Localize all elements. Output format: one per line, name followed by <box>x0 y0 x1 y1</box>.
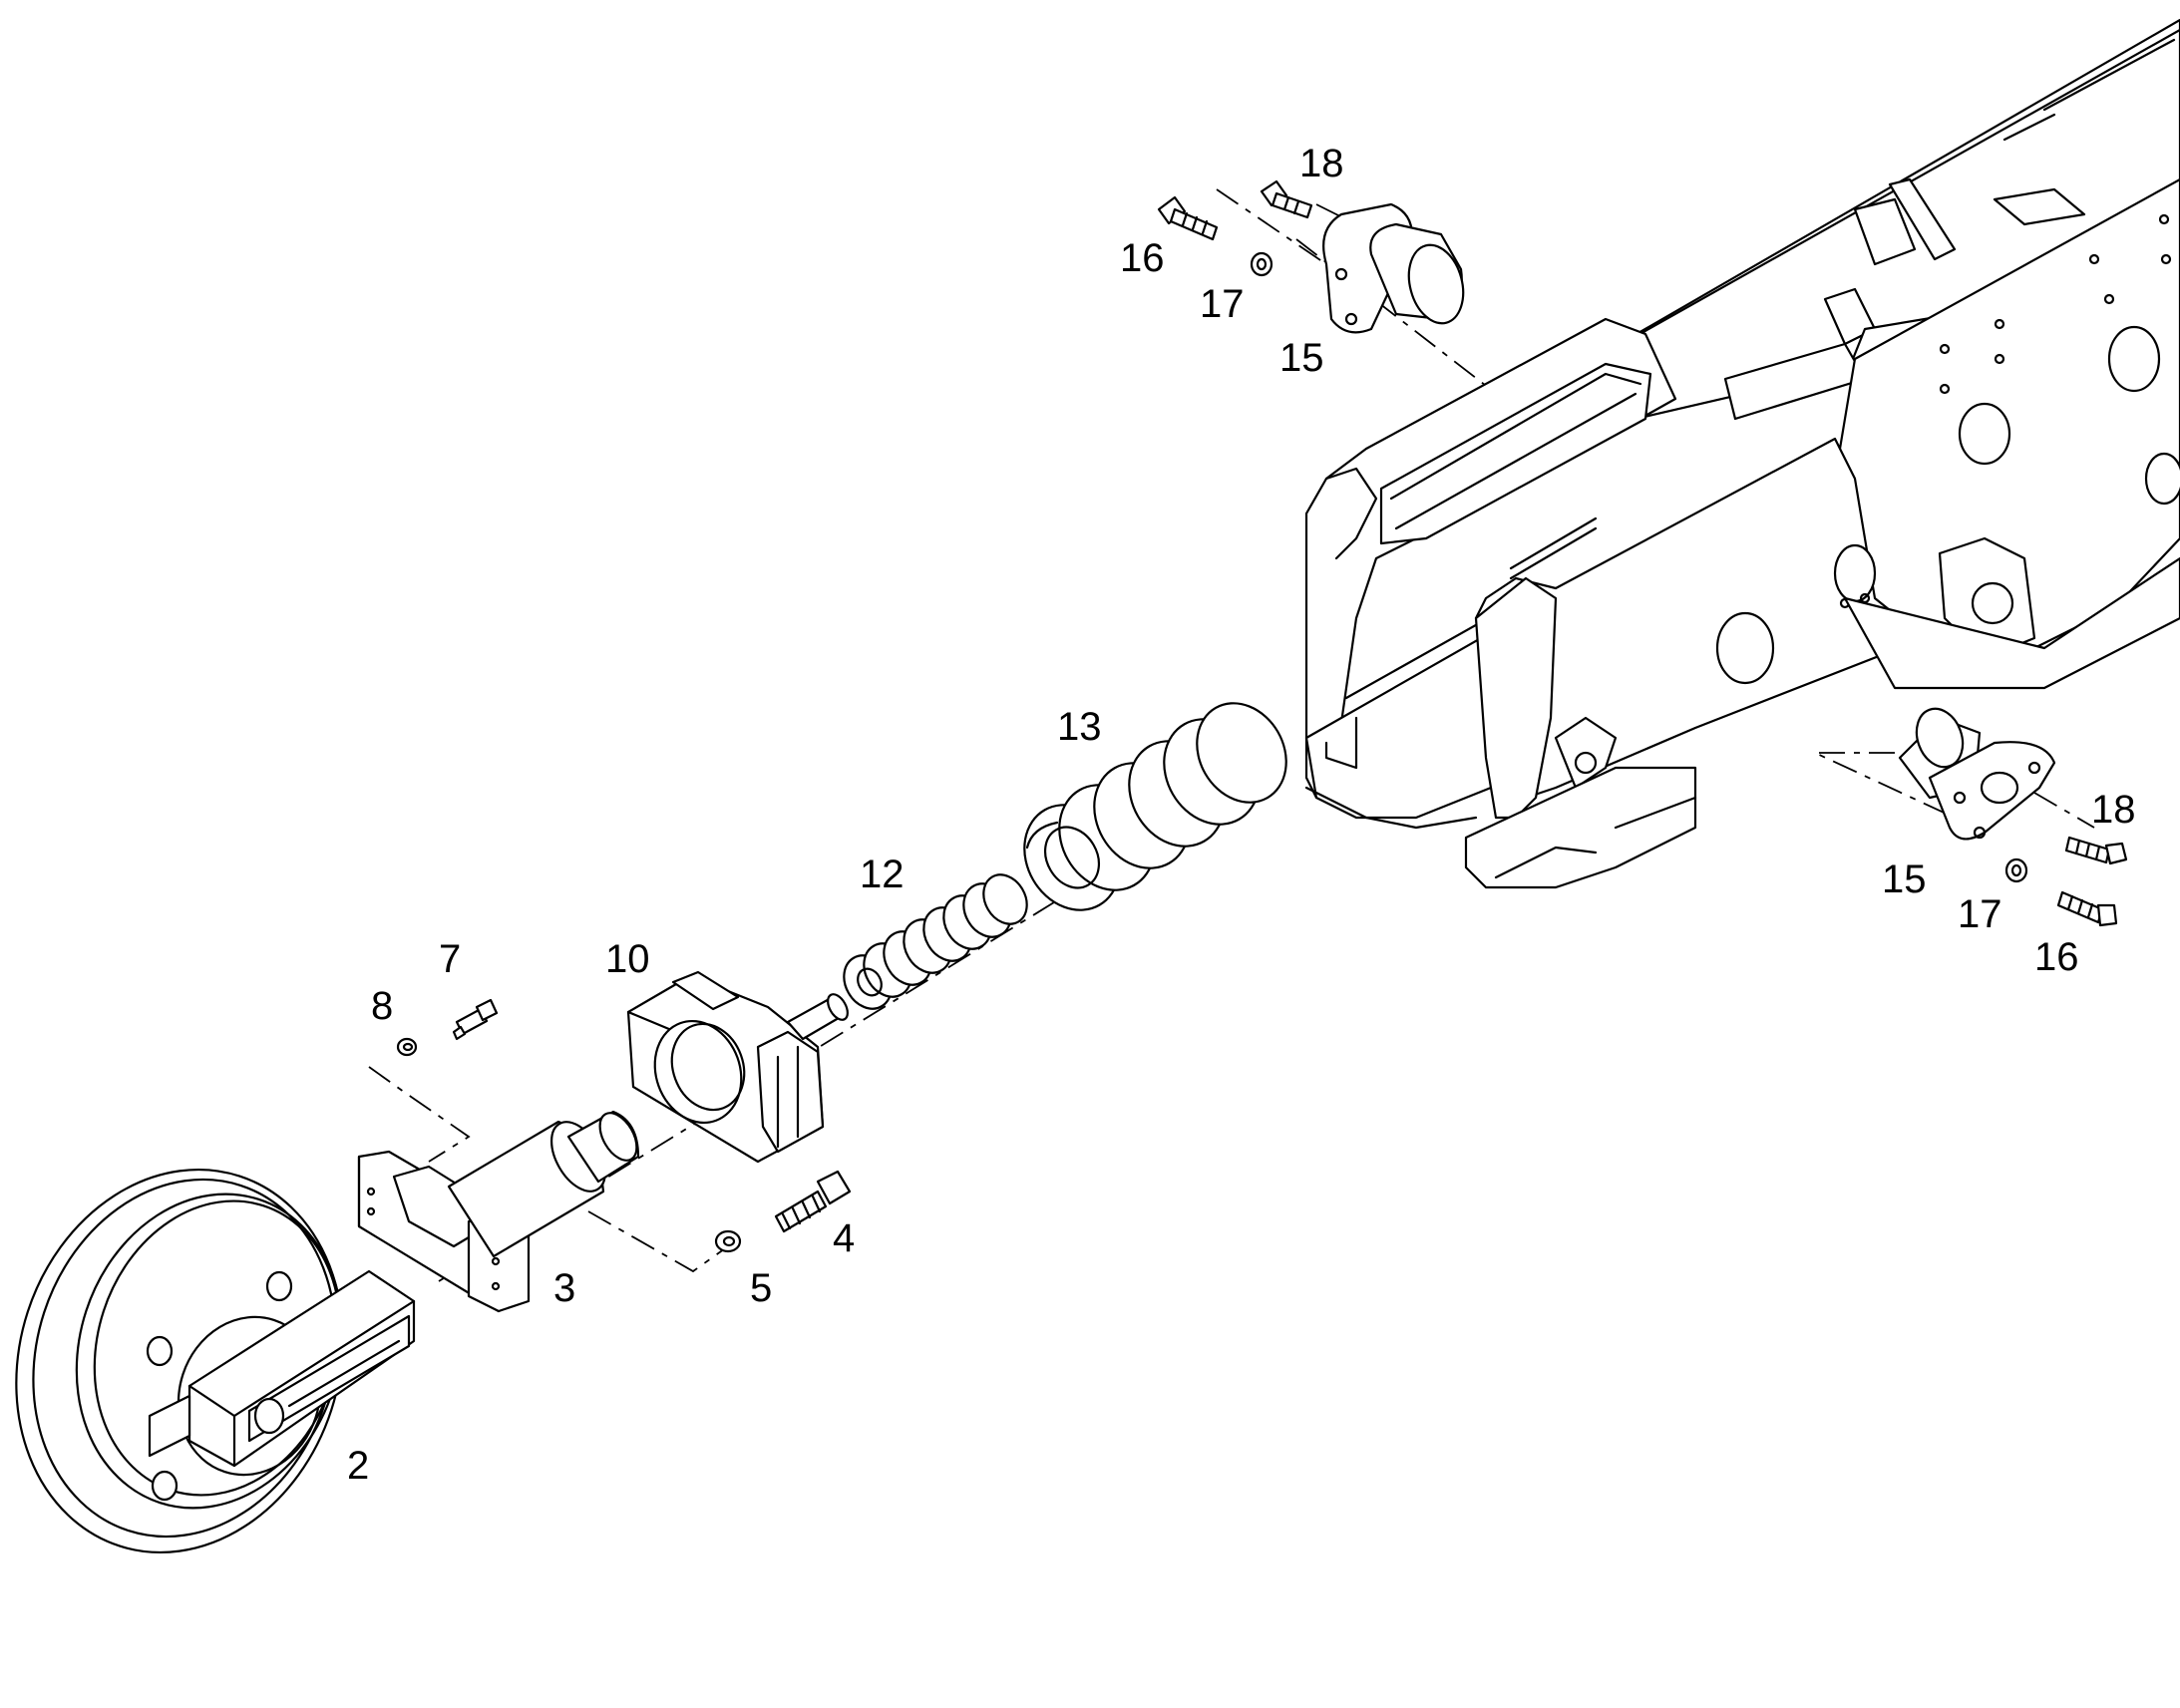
callout-12: 12 <box>860 853 905 896</box>
callout-10: 10 <box>605 937 650 981</box>
callouts: 2 3 4 5 7 8 10 12 13 15 15 16 16 17 17 1… <box>347 142 2136 1488</box>
callout-18-top: 18 <box>1299 142 1344 185</box>
bearing-pin-15-top <box>1322 202 1465 334</box>
callout-16-top: 16 <box>1120 236 1165 280</box>
callout-18-bottom: 18 <box>2091 788 2136 832</box>
grease-nipple-7 <box>452 998 499 1041</box>
bolt-18-top <box>1260 179 1313 219</box>
callout-7: 7 <box>439 937 461 981</box>
washer-5 <box>714 1229 742 1253</box>
callout-13: 13 <box>1057 705 1102 749</box>
bolt-4 <box>774 1170 852 1233</box>
washer-17-bottom <box>2004 857 2028 883</box>
callout-15-bottom: 15 <box>1882 857 1927 901</box>
washer-17-top <box>1250 251 1273 277</box>
callout-2: 2 <box>347 1444 369 1488</box>
track-frame <box>1304 18 2180 889</box>
yoke-piston-rod <box>357 1110 640 1313</box>
bolt-16-top <box>1157 195 1219 241</box>
callout-15-top: 15 <box>1279 336 1324 380</box>
callout-17-bottom: 17 <box>1958 892 2002 936</box>
callout-3: 3 <box>553 1266 575 1310</box>
callout-4: 4 <box>833 1216 855 1260</box>
callout-16-bottom: 16 <box>2034 935 2079 979</box>
bearing-pin-15-bottom <box>1898 707 2056 841</box>
ring-8 <box>396 1037 418 1057</box>
bolt-16-bottom <box>2056 890 2118 927</box>
spring-12 <box>843 873 1028 1010</box>
callout-17-top: 17 <box>1200 282 1245 326</box>
recoil-block-10 <box>626 970 849 1164</box>
idler-wheel <box>15 1168 416 1554</box>
bolt-18-bottom <box>2064 836 2128 865</box>
callout-5: 5 <box>750 1266 772 1310</box>
callout-8: 8 <box>371 984 393 1028</box>
spring-13 <box>1023 702 1287 911</box>
